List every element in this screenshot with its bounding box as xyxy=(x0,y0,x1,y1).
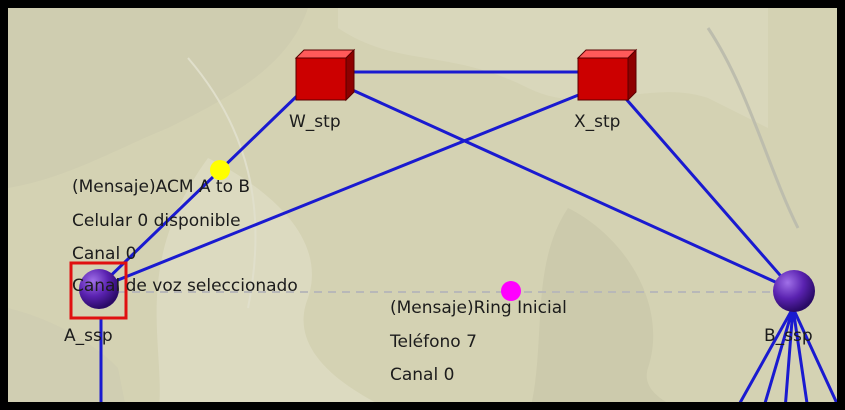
ring-message-line: Canal 0 xyxy=(390,365,455,385)
w-stp-label: W_stp xyxy=(289,112,341,132)
acm-message-line: Canal de voz seleccionado xyxy=(72,276,298,296)
node-x-stp[interactable] xyxy=(576,48,638,102)
acm-message-line: Celular 0 disponible xyxy=(72,211,241,231)
acm-message-line: Canal 0 xyxy=(72,244,137,264)
link-wstp-bssp xyxy=(346,86,795,292)
link-xstp-bssp xyxy=(618,90,795,292)
node-a-ssp[interactable] xyxy=(69,261,128,320)
link-bssp-fan-1 xyxy=(738,306,795,402)
node-w-stp[interactable] xyxy=(294,48,356,102)
ring-message-line: (Mensaje)Ring Inicial xyxy=(390,298,567,318)
acm-message-line: (Mensaje)ACM A to B xyxy=(72,177,251,197)
x-stp-label: X_stp xyxy=(574,112,621,132)
link-xstp-assp xyxy=(96,90,588,290)
map-background xyxy=(8,8,800,402)
link-bssp-fan-4 xyxy=(791,306,809,402)
selection-box xyxy=(69,261,128,320)
node-b-ssp[interactable] xyxy=(773,270,815,312)
a-ssp-label: A_ssp xyxy=(64,326,113,346)
b-ssp-label: B_ssp xyxy=(764,326,813,346)
links xyxy=(96,70,837,402)
map-canvas xyxy=(8,8,837,402)
ring-message-dot xyxy=(501,281,521,301)
link-bssp-fan-3 xyxy=(784,306,795,402)
acm-message-dot xyxy=(210,160,230,180)
link-wstp-assp xyxy=(96,91,302,290)
link-bssp-fan-2 xyxy=(763,306,795,402)
link-bssp-fan-5 xyxy=(791,306,837,402)
ring-message-line: Teléfono 7 xyxy=(390,332,477,352)
